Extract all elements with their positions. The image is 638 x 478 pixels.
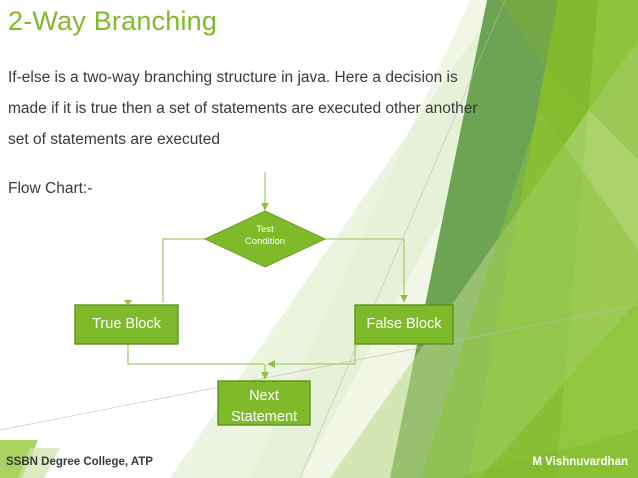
flowchart-label: Flow Chart:- bbox=[8, 180, 93, 197]
footer-institution: SSBN Degree College, ATP bbox=[6, 456, 153, 468]
node-next-statement[interactable] bbox=[217, 380, 311, 426]
footer-author: M Vishnuvardhan bbox=[532, 456, 628, 468]
connector-test-to-true bbox=[162, 238, 205, 303]
connector-false-to-next bbox=[267, 344, 356, 368]
body-paragraph: If-else is a two-way branching structure… bbox=[8, 69, 478, 148]
arrowhead-into-true-block bbox=[124, 300, 132, 305]
node-false-block[interactable] bbox=[354, 304, 454, 345]
node-true-block[interactable] bbox=[74, 304, 179, 345]
connector-test-to-false bbox=[325, 238, 408, 303]
connector-true-to-next bbox=[127, 344, 264, 365]
node-test-condition[interactable] bbox=[203, 210, 327, 268]
page-title: 2-Way Branching bbox=[8, 6, 218, 36]
